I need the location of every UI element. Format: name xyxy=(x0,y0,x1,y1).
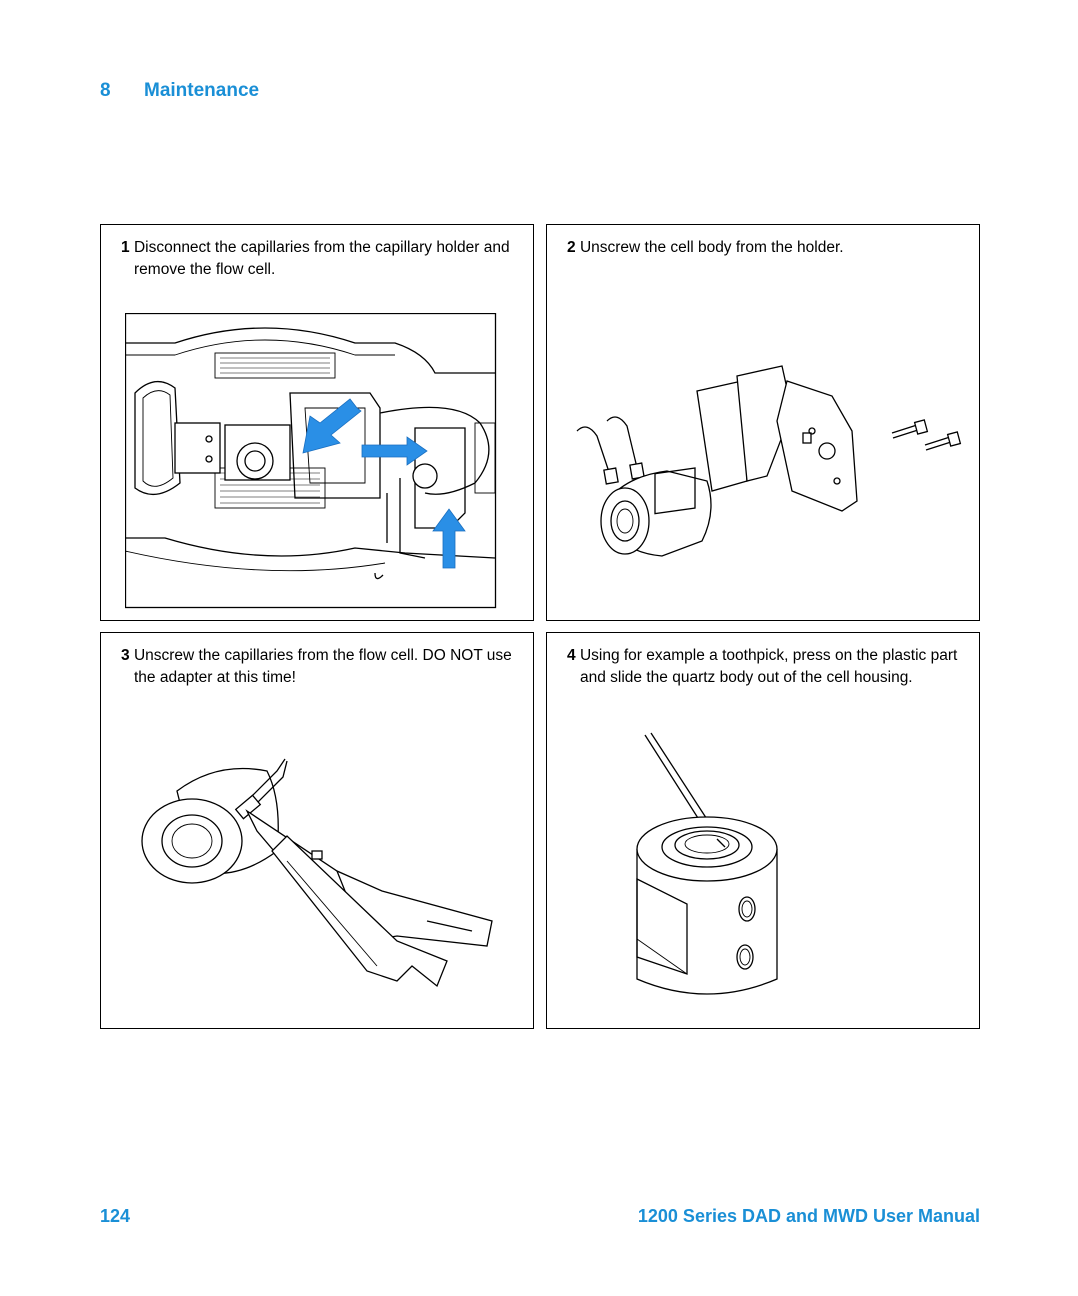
chapter-header: 8 Maintenance xyxy=(100,80,259,102)
quartz-body-toothpick-illustration xyxy=(636,732,778,995)
step-panel-4: 4 Using for example a toothpick, press o… xyxy=(546,632,980,1029)
step-4-text: 4 Using for example a toothpick, press o… xyxy=(567,645,969,689)
step-2-instruction: Unscrew the cell body from the holder. xyxy=(579,239,844,256)
page-number: 124 xyxy=(100,1206,131,1226)
manual-title: 1200 Series DAD and MWD User Manual xyxy=(637,1206,980,1226)
step-1-text: 1 Disconnect the capillaries from the ca… xyxy=(121,237,523,281)
flow-cell-assembly-illustration xyxy=(125,313,497,609)
chapter-number: 8 xyxy=(100,80,111,101)
step-3-text: 3 Unscrew the capillaries from the flow … xyxy=(121,645,523,689)
step-4-instruction: Using for example a toothpick, press on … xyxy=(579,647,958,686)
cell-body-holder-illustration xyxy=(576,365,962,557)
step-panel-2: 2 Unscrew the cell body from the holder. xyxy=(546,224,980,621)
step-2-text: 2 Unscrew the cell body from the holder. xyxy=(567,237,969,259)
step-panel-3: 3 Unscrew the capillaries from the flow … xyxy=(100,632,534,1029)
chapter-title: Maintenance xyxy=(144,80,260,101)
step-2-number: 2 xyxy=(567,239,576,256)
step-3-number: 3 xyxy=(121,647,130,664)
step-panel-1: 1 Disconnect the capillaries from the ca… xyxy=(100,224,534,621)
step-4-number: 4 xyxy=(567,647,576,664)
capillary-wrench-illustration xyxy=(141,758,493,988)
step-3-instruction: Unscrew the capillaries from the flow ce… xyxy=(133,647,512,686)
step-1-number: 1 xyxy=(121,239,130,256)
step-1-instruction: Disconnect the capillaries from the capi… xyxy=(133,239,510,278)
